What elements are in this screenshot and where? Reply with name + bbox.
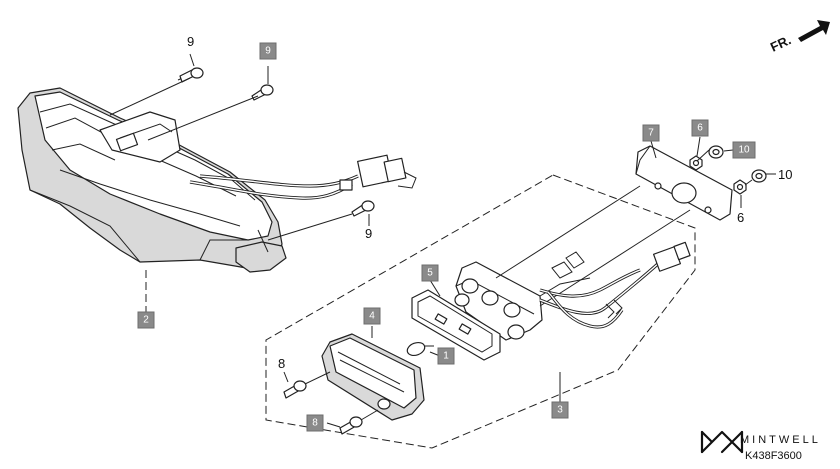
callout-3: 3 — [551, 401, 569, 419]
part-5-gasket — [411, 289, 501, 361]
callout-4: 4 — [363, 307, 381, 325]
screw-8-upper — [283, 371, 331, 399]
svg-text:7: 7 — [648, 128, 654, 139]
callout-6-upper: 6 — [691, 119, 709, 137]
washer-10-upper — [708, 145, 724, 159]
part-2-tail-cowl — [17, 87, 417, 273]
nut-6-lower — [733, 179, 747, 195]
callout-1: 1 — [437, 347, 455, 365]
svg-text:4: 4 — [369, 311, 375, 322]
callout-5: 5 — [421, 264, 439, 282]
svg-text:8: 8 — [312, 418, 318, 429]
callout-8-lower: 8 — [306, 414, 324, 432]
screw-8-lower — [326, 409, 379, 435]
callout-6-lower: 6 — [737, 210, 744, 225]
part-7-bracket — [635, 145, 733, 221]
front-direction-arrow: FR. — [768, 20, 830, 55]
callout-2: 2 — [137, 311, 155, 329]
callout-10-lower: 10 — [778, 167, 792, 182]
part-4-lens-housing — [321, 333, 425, 421]
mintwell-logo — [700, 430, 744, 454]
callout-8-upper: 8 — [278, 356, 285, 371]
washer-10-lower — [751, 169, 767, 183]
callout-7: 7 — [642, 124, 660, 142]
screw-9-upper-left — [177, 53, 204, 83]
svg-text:3: 3 — [557, 405, 563, 416]
svg-text:10: 10 — [738, 145, 750, 156]
part-3-socket-base — [454, 185, 691, 341]
screw-9-lower — [351, 200, 375, 226]
diagram-code: K438F3600 — [745, 450, 802, 462]
callout-9-upper-mid: 9 — [259, 42, 277, 60]
callout-9-upper-left: 9 — [187, 34, 194, 49]
part-3-assembly-outline — [265, 174, 696, 449]
callout-9-lower: 9 — [365, 226, 372, 241]
svg-text:5: 5 — [427, 268, 433, 279]
svg-text:2: 2 — [143, 315, 149, 326]
svg-text:9: 9 — [265, 46, 271, 57]
screw-9-upper-mid — [251, 66, 274, 101]
svg-text:6: 6 — [697, 123, 703, 134]
watermark-brand: MINTWELL — [740, 434, 821, 446]
callout-10-upper: 10 — [732, 141, 756, 159]
svg-text:1: 1 — [443, 351, 449, 362]
front-direction-label: FR. — [768, 32, 793, 54]
part-1-bulb — [406, 341, 434, 357]
